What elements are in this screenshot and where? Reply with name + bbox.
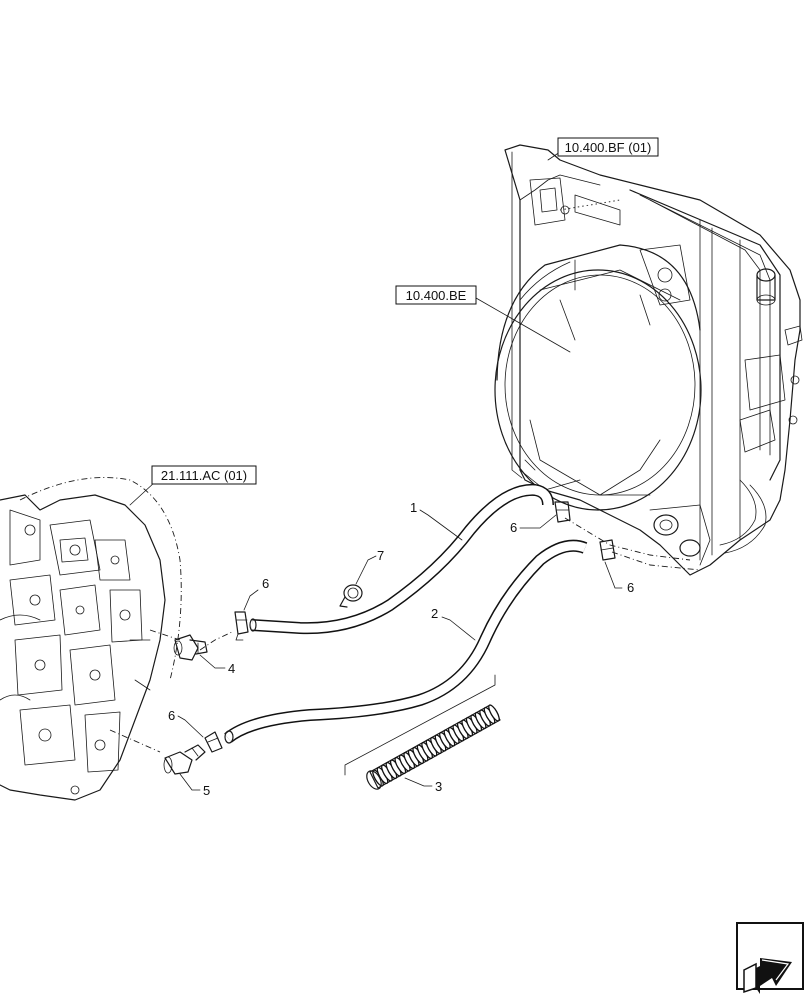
callout-6-right-upper: 6 bbox=[510, 520, 517, 535]
callout-3: 3 bbox=[435, 779, 442, 794]
callout-4: 4 bbox=[228, 661, 235, 676]
sleeve-corrugation bbox=[488, 704, 500, 722]
callout-numbers: 1 2 3 4 5 6 6 6 6 7 bbox=[168, 500, 634, 798]
hose-clamp-right-upper bbox=[554, 501, 571, 523]
assembly-lines bbox=[109, 517, 701, 753]
hose-clamp-7 bbox=[339, 584, 363, 608]
leader-lines bbox=[129, 151, 623, 791]
callout-6-right-lower: 6 bbox=[627, 580, 634, 595]
callout-6-lower-left: 6 bbox=[168, 708, 175, 723]
hose-clamp-top-left bbox=[234, 611, 249, 641]
hose-clamp-bottom-left bbox=[204, 731, 223, 753]
hose-2 bbox=[224, 539, 588, 744]
callout-7: 7 bbox=[377, 548, 384, 563]
hose-1 bbox=[249, 483, 554, 635]
callout-1: 1 bbox=[410, 500, 417, 515]
svg-text:10.400.BF (01): 10.400.BF (01) bbox=[565, 140, 652, 155]
corrugated-sleeve-3 bbox=[344, 674, 501, 790]
svg-text:21.111.AC (01): 21.111.AC (01) bbox=[161, 468, 247, 483]
reference-label-transmission[interactable]: 21.111.AC (01) bbox=[151, 465, 257, 485]
reference-label-fan-shroud[interactable]: 10.400.BE bbox=[395, 285, 477, 305]
next-page-arrow-icon[interactable] bbox=[736, 922, 804, 994]
hose-clamp-right-lower bbox=[599, 539, 616, 561]
callout-2: 2 bbox=[431, 606, 438, 621]
elbow-fitting-5 bbox=[163, 744, 206, 775]
transmission-housing bbox=[0, 477, 182, 801]
callout-5: 5 bbox=[203, 783, 210, 798]
radiator-assembly bbox=[494, 144, 803, 576]
reference-label-radiator-frame[interactable]: 10.400.BF (01) bbox=[557, 137, 659, 157]
elbow-fitting-4 bbox=[173, 634, 208, 661]
svg-text:10.400.BE: 10.400.BE bbox=[406, 288, 467, 303]
callout-6-upper-left: 6 bbox=[262, 576, 269, 591]
